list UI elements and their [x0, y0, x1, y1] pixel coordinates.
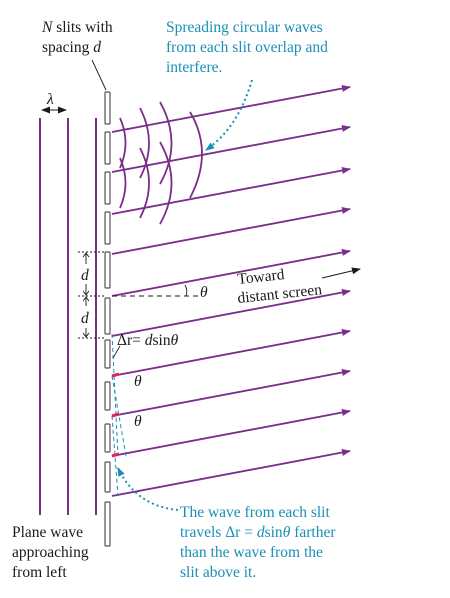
- toward-line-1: Toward: [237, 266, 286, 288]
- circular-waves: [119, 101, 203, 225]
- explain-line-1: The wave from each slit: [180, 504, 330, 521]
- toward-arrow: [321, 267, 361, 279]
- lambda-label: λ: [46, 91, 54, 108]
- barrier-segment: [104, 461, 111, 493]
- d-label-upper: d: [81, 267, 89, 284]
- wavelength-indicator: λ: [41, 91, 67, 114]
- barrier-segment: [104, 251, 111, 289]
- theta-label-1: θ: [134, 373, 142, 390]
- ray: [111, 449, 351, 497]
- path-difference-label: Δr= dsinθ: [117, 332, 179, 349]
- path-leader: [112, 345, 121, 359]
- explain-line-2: travels Δr = dsinθ farther: [180, 524, 336, 541]
- slits-d: d: [93, 39, 101, 56]
- barrier-segment: [104, 131, 111, 165]
- barrier-segment: [104, 211, 111, 245]
- wave-arc: [139, 147, 150, 219]
- slit-barrier: [104, 91, 111, 547]
- explain-line-3: than the wave from the: [180, 544, 323, 561]
- path-sin: sin: [153, 332, 171, 349]
- reference-angle: θ: [112, 284, 208, 301]
- slits-n: N: [41, 19, 54, 36]
- wave-arc: [139, 107, 150, 179]
- spread-line-1: Spreading circular waves: [166, 19, 323, 36]
- plane-wavefronts: [39, 118, 97, 515]
- slits-leader: [91, 59, 107, 91]
- ray: [111, 249, 351, 297]
- spreading-annotation: Spreading circular waves from each slit …: [166, 19, 328, 151]
- explain-line-4: slit above it.: [180, 564, 256, 581]
- slits-rest: slits with: [52, 19, 113, 36]
- ray: [111, 409, 351, 457]
- svg-text:spacing d: spacing d: [42, 39, 101, 56]
- path-eq: =: [132, 332, 145, 349]
- ray: [111, 125, 351, 173]
- svg-text:N slits with: N slits with: [41, 19, 113, 36]
- barrier-segment: [104, 297, 111, 335]
- path-difference: [111, 333, 127, 497]
- ray: [111, 369, 351, 417]
- plane-line-2: approaching: [12, 544, 89, 561]
- barrier-segment: [104, 339, 111, 369]
- spread-leader-arrow: [205, 79, 253, 151]
- toward-screen: Toward distant screen: [237, 266, 361, 307]
- theta-label-2: θ: [134, 413, 142, 430]
- explanation-annotation: The wave from each slit travels Δr = dsi…: [117, 467, 336, 581]
- path-theta: θ: [171, 332, 179, 349]
- theta-arc: [184, 284, 188, 297]
- barrier-segment: [104, 501, 111, 547]
- spacing-dimension: [78, 251, 104, 339]
- slits-spacing: spacing: [42, 39, 93, 56]
- wave-arc: [189, 111, 203, 199]
- ray: [111, 329, 351, 377]
- wave-arc: [159, 141, 173, 225]
- ray: [111, 289, 351, 337]
- rays: [111, 85, 351, 497]
- ray: [111, 85, 351, 133]
- slits-label: N slits with spacing d: [41, 19, 113, 91]
- spread-line-3: interfere.: [166, 59, 222, 76]
- path-d: d: [145, 332, 153, 349]
- barrier-segment: [104, 91, 111, 125]
- spread-line-2: from each slit overlap and: [166, 39, 328, 56]
- plane-line-3: from left: [12, 564, 67, 581]
- barrier-segment: [104, 423, 111, 453]
- plane-line-1: Plane wave: [12, 524, 83, 541]
- wave-arc: [159, 101, 173, 185]
- ray: [111, 207, 351, 255]
- theta-reference-label: θ: [200, 284, 208, 301]
- wave-arc: [119, 157, 127, 209]
- plane-wave-label: Plane wave approaching from left: [12, 524, 89, 581]
- d-label-lower: d: [81, 310, 89, 327]
- ray: [111, 167, 351, 215]
- path-delta: Δr: [117, 332, 133, 349]
- barrier-segment: [104, 171, 111, 205]
- barrier-segment: [104, 381, 111, 411]
